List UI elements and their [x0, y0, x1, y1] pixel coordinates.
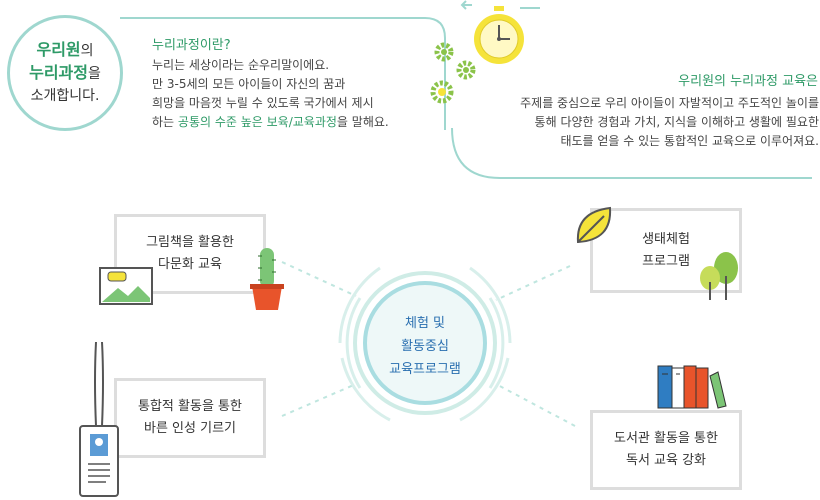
- education-title: 우리원의 누리과정 교육은: [678, 74, 818, 89]
- books-icon: [657, 365, 727, 409]
- definition-title: 누리과정이란?: [152, 38, 231, 53]
- intro-line1-suffix: 의: [80, 43, 94, 59]
- education-line: 태도를 얻을 수 있는 통합적인 교육으로 이루어져요.: [560, 134, 819, 148]
- clock-icon: [474, 6, 524, 64]
- definition-line: 희망을 마음껏 누릴 수 있도록 국가에서 제시: [152, 96, 374, 110]
- education-body: 주제를 중심으로 우리 아이들이 자발적이고 주도적인 놀이를 통해 다양한 경…: [470, 94, 819, 151]
- activity-line: 다문화 교육: [158, 257, 222, 272]
- picture-book-icon: [99, 267, 153, 305]
- center-program-label: 체험 및 활동중심 교육프로그램: [372, 312, 478, 381]
- definition-text: 하는: [152, 115, 178, 129]
- activity-line: 독서 교육 강화: [625, 453, 707, 468]
- intro-curriculum-name: 누리과정: [29, 63, 88, 82]
- activity-box-library: 도서관 활동을 통한 독서 교육 강화: [590, 410, 742, 490]
- center-line: 체험 및: [404, 316, 445, 331]
- center-line: 활동중심: [401, 339, 449, 354]
- center-line: 교육프로그램: [389, 362, 461, 377]
- activity-line: 통합적 활동을 통한: [138, 399, 242, 414]
- leaf-icon: [576, 206, 612, 244]
- intro-org-name: 우리원: [36, 40, 81, 59]
- definition-line: 누리는 세상이라는 순우리말이에요.: [152, 58, 330, 72]
- definition-line: 만 3-5세의 모든 아이들이 자신의 꿈과: [152, 77, 346, 91]
- education-line: 통해 다양한 경험과 가치, 지식을 이해하고 생활에 필요한: [534, 115, 819, 129]
- intro-line3: 소개합니다.: [30, 88, 100, 104]
- activity-line: 생태체험: [642, 231, 690, 247]
- definition-highlight: 공통의 수준 높은 보육/교육과정: [177, 115, 337, 129]
- center-rings: [338, 266, 512, 422]
- definition-line: 하는 공통의 수준 높은 보육/교육과정을 말해요.: [152, 113, 442, 132]
- activity-line: 그림책을 활용한: [146, 235, 234, 250]
- education-line: 주제를 중심으로 우리 아이들이 자발적이고 주도적인 놀이를: [520, 96, 819, 110]
- gears-icon: [430, 42, 476, 104]
- cactus-icon: [250, 248, 284, 310]
- trees-icon: [700, 252, 738, 300]
- activity-line: 도서관 활동을 통한: [614, 431, 718, 446]
- activity-line: 바른 인성 기르기: [144, 421, 236, 436]
- id-badge-icon: [79, 341, 119, 497]
- definition-body: 누리는 세상이라는 순우리말이에요. 만 3-5세의 모든 아이들이 자신의 꿈…: [152, 56, 442, 132]
- intro-circle: 우리원의 누리과정을 소개합니다.: [7, 15, 123, 131]
- activity-line: 프로그램: [642, 253, 690, 269]
- activity-box-character: 통합적 활동을 통한 바른 인성 기르기: [114, 378, 266, 458]
- definition-text: 을 말해요.: [336, 115, 389, 129]
- intro-line2-suffix: 을: [88, 66, 101, 82]
